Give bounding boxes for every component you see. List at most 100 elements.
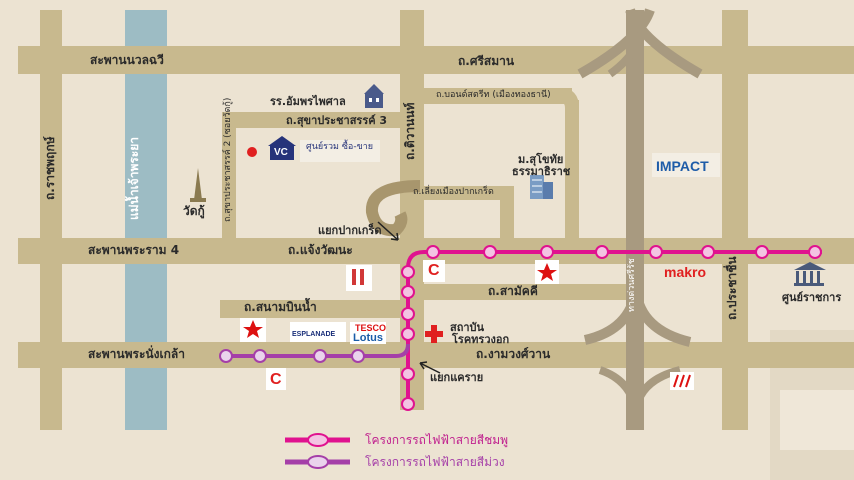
label-chaloemprakiat: ถ.เลี่ยงเมืองปากเกร็ด [413, 187, 494, 197]
station-purple [351, 349, 365, 363]
label-prachachuen: ถ.ประชาชื่น [725, 256, 739, 320]
big-c-logo-icon [423, 260, 445, 282]
arrow-head-icon [390, 232, 399, 241]
road-corner [560, 88, 579, 108]
station-pink [595, 245, 609, 259]
label-bridge-rama4: สะพานพระราม 4 [88, 243, 180, 257]
label-top-bridge: สะพานนวลฉวี [90, 53, 164, 67]
station-pink [483, 245, 497, 259]
big-c-logo-2: C [270, 371, 282, 388]
expressway-ramp [577, 8, 655, 79]
government-center-icon [794, 262, 826, 286]
label-khaerai-junction: แยกแคราย [430, 371, 484, 384]
legend-pink-label: โครงการรถไฟฟ้าสายสีชมพู [365, 433, 509, 447]
legend-purple-station [307, 455, 329, 469]
big-c-logo: C [428, 262, 440, 279]
station-purple [219, 349, 233, 363]
station-pink [540, 245, 554, 259]
arrow-head-icon [419, 361, 428, 370]
station-pink [401, 327, 415, 341]
hospital-cross-icon [425, 325, 443, 343]
expressway-ramp [631, 289, 692, 347]
tesco-lotus-logo-box [350, 322, 386, 344]
makro-logo: makro [664, 264, 707, 280]
temple-icon [190, 168, 206, 202]
road-prachachuen [722, 10, 748, 430]
big-c-logo-icon [266, 368, 286, 390]
station-pink [808, 245, 822, 259]
vc-logo-text: VC [274, 147, 288, 158]
label-chaengwattana: ถ.แจ้งวัฒนะ [288, 243, 353, 257]
arrow-icon [419, 362, 441, 374]
label-school: รร.อัมพรไพศาล [270, 95, 346, 108]
road-samakkhi [415, 284, 640, 300]
legend-purple-label: โครงการรถไฟฟ้าสายสีม่วง [365, 455, 505, 469]
road-bondstreet [422, 88, 572, 104]
vc-logo-icon [268, 136, 296, 160]
building-logo-icon [346, 265, 372, 291]
label-sri-saman: ถ.ศรีสมาน [458, 54, 515, 68]
esplanade-logo: ESPLANADE [292, 331, 336, 338]
station-pink [649, 245, 663, 259]
location-dot-icon [247, 147, 257, 157]
label-ngamwongwan: ถ.งามวงศ์วาน [476, 347, 551, 361]
esplanade-logo-box [290, 322, 346, 342]
label-institute2: โรคทรวงอก [452, 333, 510, 346]
road-tiwanon [400, 10, 424, 410]
station-purple [253, 349, 267, 363]
station-pink [401, 367, 415, 381]
label-pakkret-junction: แยกปากเกร็ด [318, 224, 382, 237]
label-bondstreet: ถ.บอนด์สตรีท (เมืองทองธานี) [436, 90, 551, 100]
station-pink [755, 245, 769, 259]
university-icon [530, 175, 553, 199]
background-block [780, 390, 854, 450]
road-pakkret-bypass [420, 186, 514, 200]
road-sanambinnam [220, 300, 408, 318]
station-pink [426, 245, 440, 259]
label-institute1: สถาบัน [450, 321, 485, 334]
station-pink [401, 397, 415, 411]
road-pakkret-bypass-vertical [500, 190, 514, 240]
stations [219, 245, 822, 411]
purple-line-route [222, 343, 410, 358]
legend [285, 433, 350, 469]
road-ratchaphruek [40, 10, 62, 430]
road-pakkret-loop [366, 180, 421, 237]
label-sanambinnam: ถ.สนามบินน้ำ [244, 300, 317, 314]
legend-pink-station [307, 433, 329, 447]
building-logo-mark [360, 269, 364, 285]
label-samakkhi: ถ.สามัคคี [488, 284, 538, 298]
tesco-logo: TESCO [355, 323, 387, 333]
road-sriSaman [18, 46, 854, 74]
expressway-ramp [607, 38, 644, 78]
label-university: ม.สุโขทัย [518, 153, 564, 166]
label-vc-name: ศูนย์รวม ซื้อ-ขาย [306, 142, 374, 152]
impact-logo-box [652, 153, 720, 177]
building-logo-mark [352, 269, 356, 285]
station-pink [401, 265, 415, 279]
label-bridge-nangklao: สะพานพระนั่งเกล้า [88, 347, 185, 361]
arrow-icon [377, 221, 399, 241]
label-sukhaprachasan2: ถ.สุขาประชาสรรค์ 2 (ซอยวัดกู้) [223, 97, 233, 222]
road-ngamwongwan [18, 342, 854, 368]
road-sukhaprachasan2 [222, 115, 236, 245]
vc-banner [300, 140, 380, 162]
school-icon [364, 84, 384, 108]
star-icon [537, 263, 557, 281]
star-icon [243, 320, 263, 338]
impact-logo: IMPACT [656, 158, 709, 174]
label-sukhaprachasan3: ถ.สุขาประชาสรรค์ 3 [286, 114, 388, 127]
label-river: แม่น้ำเจ้าพระยา [127, 136, 141, 220]
the-mall-logo-icon [670, 372, 694, 390]
lotus-logo: Lotus [353, 332, 383, 344]
label-tiwanon: ถ.ติวานนท์ [403, 102, 417, 160]
road-bondstreet-vertical [565, 100, 579, 240]
label-ratchaphruek: ถ.ราชพฤกษ์ [43, 136, 57, 200]
station-pink [701, 245, 715, 259]
expressway-main [626, 10, 644, 430]
label-wat: วัดกู้ [183, 204, 205, 218]
station-pink [401, 285, 415, 299]
station-purple [313, 349, 327, 363]
